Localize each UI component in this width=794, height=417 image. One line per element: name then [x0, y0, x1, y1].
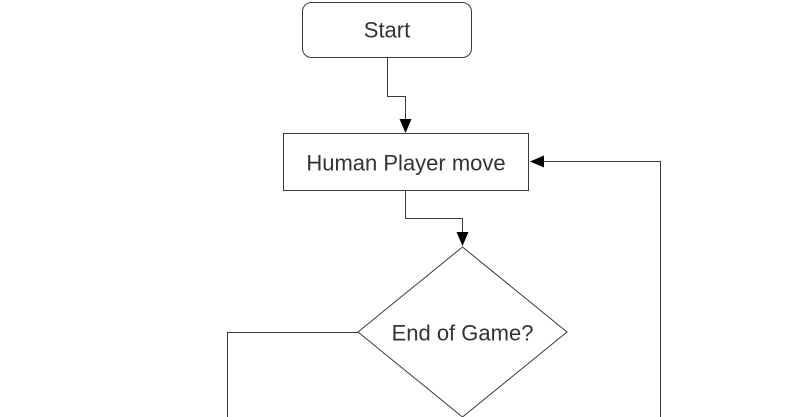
arrowhead-down-icon	[399, 119, 412, 133]
end-of-game-decision-shape	[357, 246, 568, 417]
edge-end-check-left-branch	[227, 332, 358, 417]
arrowhead-left-icon	[530, 155, 544, 168]
edge-start-to-human-move	[387, 58, 412, 133]
end-of-game-decision-label: End of Game?	[392, 321, 534, 346]
start-node-shape	[302, 2, 472, 58]
human-move-node: Human Player move	[283, 133, 529, 191]
edge-loop-back-to-human-move-line	[543, 161, 661, 417]
edge-end-check-left-branch-line	[227, 332, 358, 417]
edge-loop-back-to-human-move	[530, 155, 661, 417]
human-move-node-shape	[283, 133, 529, 191]
start-node: Start	[302, 2, 472, 58]
end-of-game-decision-node: End of Game?	[357, 246, 568, 417]
edge-start-to-human-move-line	[387, 58, 406, 120]
start-node-label: Start	[364, 18, 410, 43]
edge-human-move-to-end-check-line	[405, 191, 463, 233]
edge-human-move-to-end-check	[405, 191, 469, 246]
human-move-node-label: Human Player move	[306, 151, 505, 176]
arrowhead-down-icon	[456, 232, 469, 246]
